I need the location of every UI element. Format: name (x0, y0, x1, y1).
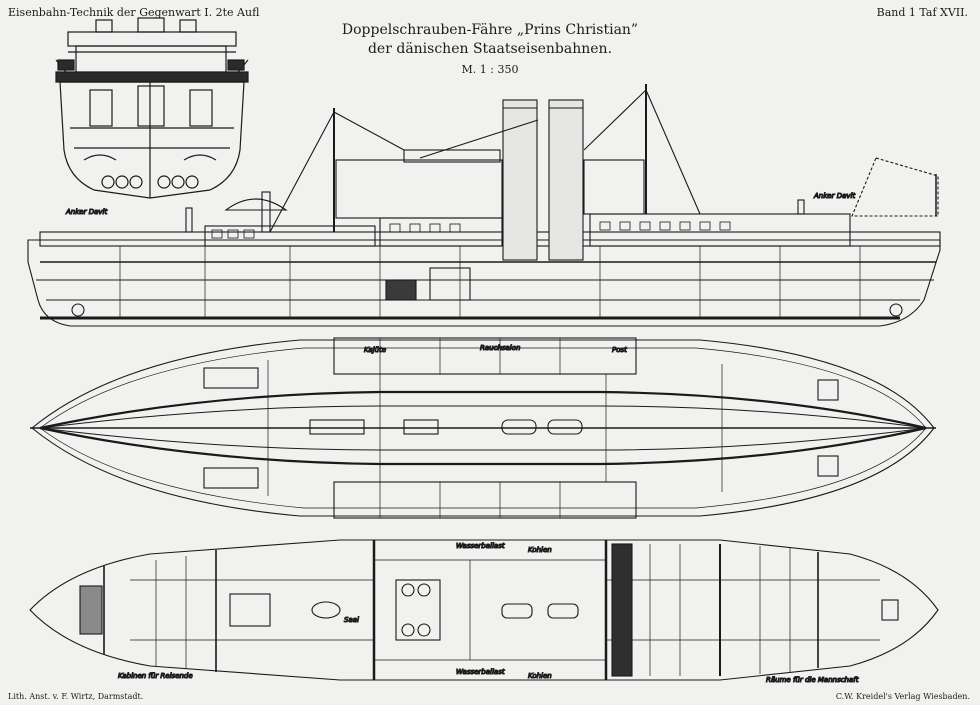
side-elevation-drawing: Anker Davit Anker Davit (27, 84, 941, 327)
upper-deck-plan-drawing: Kajüte Rauchsalon Post (30, 337, 936, 519)
footer-left-text: Lith. Anst. v. F. Wirtz, Darmstadt. (8, 692, 144, 701)
title-line-1: Doppelschrauben-Fähre „Prins Christian” (341, 22, 639, 38)
rauchsalon-label: Rauchsalon (480, 344, 520, 352)
saal-label: Saal (344, 616, 359, 624)
title-block: Doppelschrauben-Fähre „Prins Christian” … (330, 22, 650, 76)
lower-deck-plan-drawing: Saal Wasserballast Kohlen Wasserballast … (29, 539, 939, 685)
wasserballast-bottom-label: Wasserballast (456, 668, 505, 676)
kabinen-label: Kabinen für Reisende (118, 672, 193, 680)
footer-right-text: C.W. Kreidel's Verlag Wiesbaden. (835, 692, 970, 701)
wasserballast-top-label: Wasserballast (456, 542, 505, 550)
anker-davit-right-label: Anker Davit (813, 192, 855, 200)
header-right-text: Band 1 Taf XVII. (876, 6, 968, 19)
header-left-text: Eisenbahn-Technik der Gegenwart I. 2te A… (8, 6, 260, 19)
raume-label: Räume für die Mannschaft (766, 676, 859, 684)
title-line-2: der dänischen Staatseisenbahnen. (367, 41, 613, 57)
kohlen-bottom-label: Kohlen (528, 672, 552, 680)
scale-text: M. 1 : 350 (461, 63, 519, 76)
cross-section-drawing (55, 17, 249, 199)
kajute-label: Kajüte (364, 346, 386, 354)
kohlen-top-label: Kohlen (528, 546, 552, 554)
post-label: Post (612, 346, 627, 354)
anker-davit-left-label: Anker Davit (65, 208, 107, 216)
